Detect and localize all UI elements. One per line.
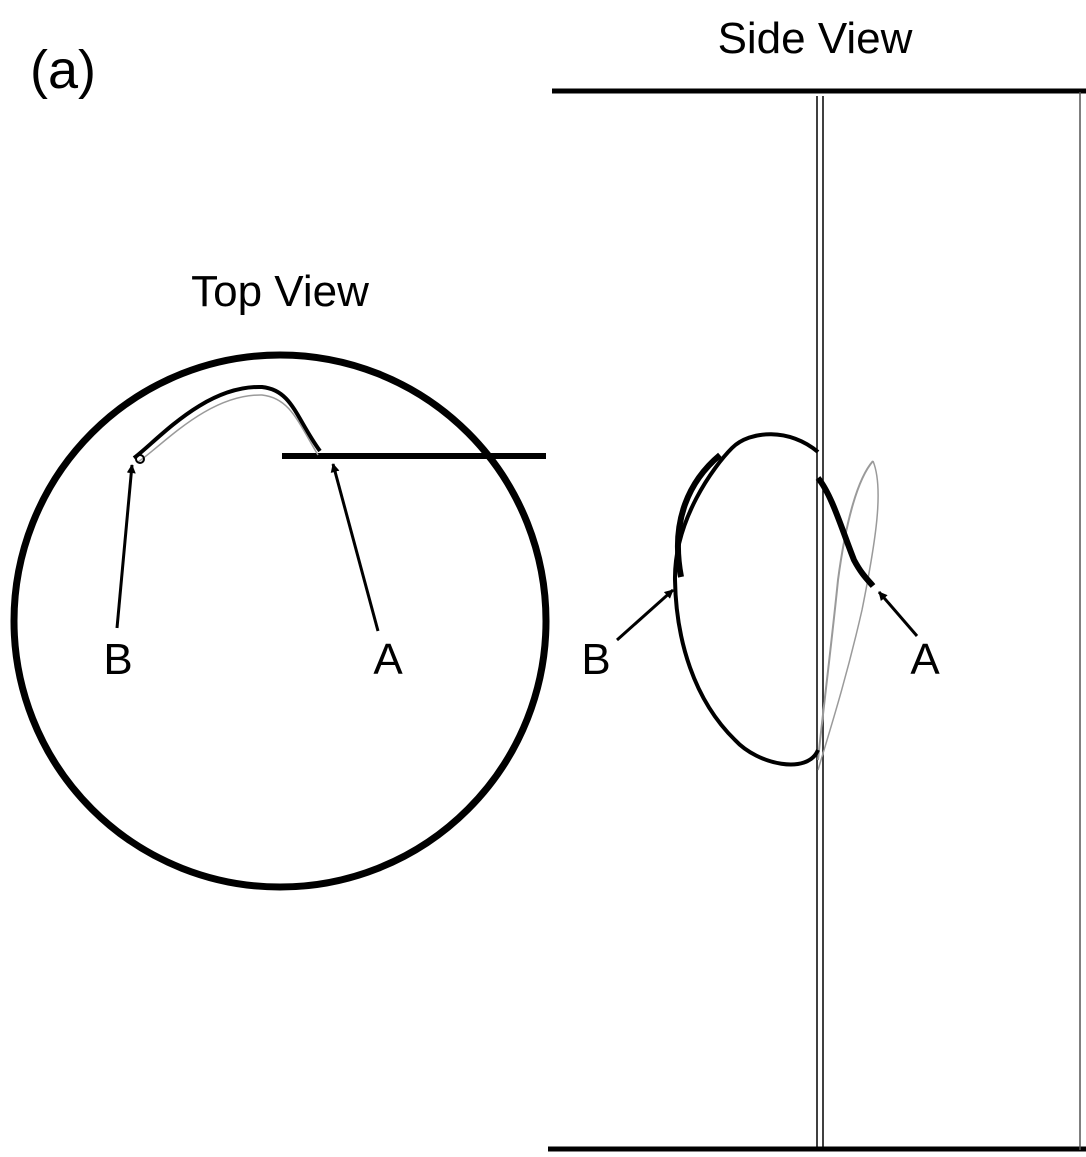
side-view-loop-body	[672, 432, 820, 767]
side-view-loop-front-segment	[815, 476, 876, 588]
top-view-title: Top View	[191, 267, 369, 316]
panel-label: (a)	[30, 40, 96, 100]
side-view-arrow-a	[877, 591, 919, 637]
top-view-label-b: B	[103, 635, 132, 684]
side-view-loop-hidden-outer	[817, 460, 879, 771]
top-view-loop-shadow	[137, 394, 319, 463]
top-view-label-a: A	[373, 635, 403, 684]
side-view-arrow-b	[616, 588, 674, 642]
side-view-label-b: B	[581, 635, 610, 684]
top-view-loop-curve	[132, 384, 322, 460]
side-view-label-a: A	[910, 635, 940, 684]
top-view-panel: Top View B A	[10, 267, 550, 891]
side-view-title: Side View	[718, 14, 913, 63]
side-view-panel: Side View B A	[548, 14, 1086, 1152]
side-view-loop-hidden	[817, 460, 874, 761]
top-view-arrow-b	[115, 464, 136, 629]
top-view-point-b	[135, 454, 145, 464]
top-view-arrow-a	[330, 463, 380, 632]
side-view-loop-left-thick	[674, 452, 722, 578]
top-view-boundary-circle	[10, 351, 550, 891]
